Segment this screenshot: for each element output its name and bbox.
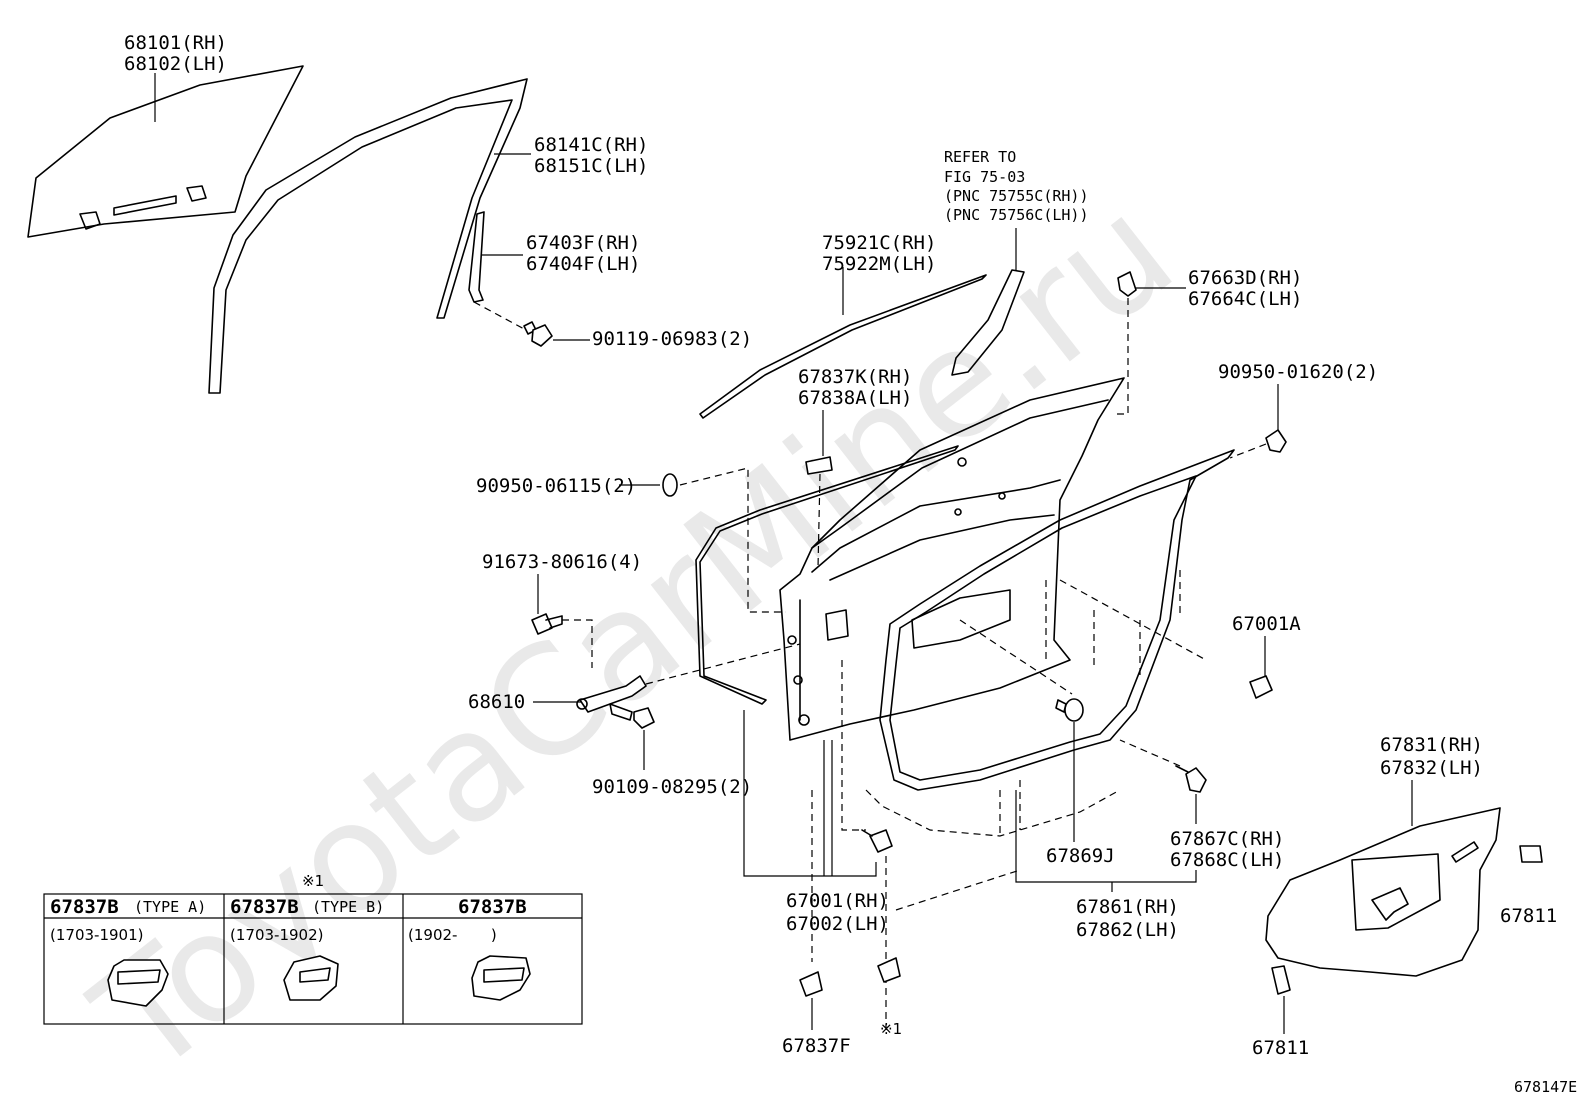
label-67831: 67831(RH) [1380,734,1483,756]
hole-plug-06115-part[interactable] [662,473,678,497]
clip-type-a-image [107,959,169,1007]
label-67838a: 67838A(LH) [798,387,912,409]
door-outer-panel-part[interactable] [695,445,959,705]
bolt-90109-part[interactable] [609,703,655,729]
door-weatherstrip-part[interactable] [879,449,1235,791]
refer-line-3: (PNC 75755C(RH)) [944,187,1089,205]
label-67664c: 67664C(LH) [1188,288,1302,310]
label-68101: 68101(RH) [124,32,227,54]
variant-table [43,893,583,1025]
table-note-mark: ※1 [302,872,324,890]
clip-67837f-part[interactable] [799,971,823,997]
label-68102: 68102(LH) [124,53,227,75]
label-67837k: 67837K(RH) [798,366,912,388]
refer-line-1: REFER TO [944,148,1016,166]
plug-67869j-part[interactable] [1055,698,1084,722]
frame-garnish-part[interactable] [951,269,1025,376]
table-col3-range: (1902- ) [408,926,497,944]
label-90950-01620: 90950-01620(2) [1218,361,1378,383]
label-75922m: 75922M(LH) [822,253,936,275]
label-68610: 68610 [468,691,525,713]
figure-code: 678147E [1514,1078,1577,1096]
glass-run-channel-part[interactable] [208,78,528,394]
bolt-91673-part[interactable] [531,613,563,635]
label-67868c: 67868C(LH) [1170,849,1284,871]
label-68151c: 68151C(LH) [534,155,648,177]
label-67403f: 67403F(RH) [526,232,640,254]
label-67837f: 67837F [782,1035,851,1057]
label-68141c: 68141C(RH) [534,134,648,156]
label-90109: 90109-08295(2) [592,776,752,798]
tape-67811-bottom-part[interactable] [1271,965,1291,995]
clip-67837k-part[interactable] [805,456,833,475]
belt-moulding-part[interactable] [699,274,987,419]
label-67867c: 67867C(RH) [1170,828,1284,850]
table-col2-type: (TYPE B) [312,898,384,916]
table-col1-type: (TYPE A) [134,898,206,916]
table-col2-range: (1703-1902) [230,926,323,944]
tape-67811-right-part[interactable] [1519,845,1543,863]
label-67001a: 67001A [1232,613,1301,635]
clip-current-image [471,955,531,1001]
watermark: ToyotaCarMine.ru [64,164,1205,1099]
clip-67867c-part[interactable] [1175,765,1207,793]
grommet-67001a-part[interactable] [1249,675,1273,699]
label-75921c: 75921C(RH) [822,232,936,254]
table-col1-range: (1703-1901) [50,926,143,944]
label-67862: 67862(LH) [1076,919,1179,941]
table-col1-part: 67837B [50,896,119,918]
seal-67663d-part[interactable] [1117,271,1137,297]
door-glass-part[interactable] [27,65,304,238]
label-67832: 67832(LH) [1380,757,1483,779]
label-67811-bottom: 67811 [1252,1037,1309,1059]
door-shell-part[interactable] [779,377,1125,741]
label-67869j: 67869J [1046,845,1115,867]
label-67861: 67861(RH) [1076,896,1179,918]
refer-line-4: (PNC 75756C(LH)) [944,206,1089,224]
label-67002: 67002(LH) [786,913,889,935]
hole-plug-01620-part[interactable] [1265,429,1287,453]
bolt-67001-part[interactable] [861,829,893,853]
label-90119: 90119-06983(2) [592,328,752,350]
table-col2-part: 67837B [230,896,299,918]
label-67811-right: 67811 [1500,905,1557,927]
clip-type-b-image [283,955,339,1001]
label-67663d: 67663D(RH) [1188,267,1302,289]
refer-line-2: FIG 75-03 [944,168,1025,186]
note-mark-bottom: ※1 [880,1020,902,1038]
door-check-part[interactable] [576,675,647,713]
label-67001: 67001(RH) [786,890,889,912]
division-bar-part[interactable] [468,211,485,303]
label-67404f: 67404F(LH) [526,253,640,275]
table-col3-part: 67837B [458,896,527,918]
service-hole-cover-part[interactable] [1265,807,1501,977]
label-90950-06115: 90950-06115(2) [476,475,636,497]
label-91673: 91673-80616(4) [482,551,642,573]
bolt-90119-part[interactable] [523,321,553,347]
clip-67837b-part[interactable] [877,957,901,983]
